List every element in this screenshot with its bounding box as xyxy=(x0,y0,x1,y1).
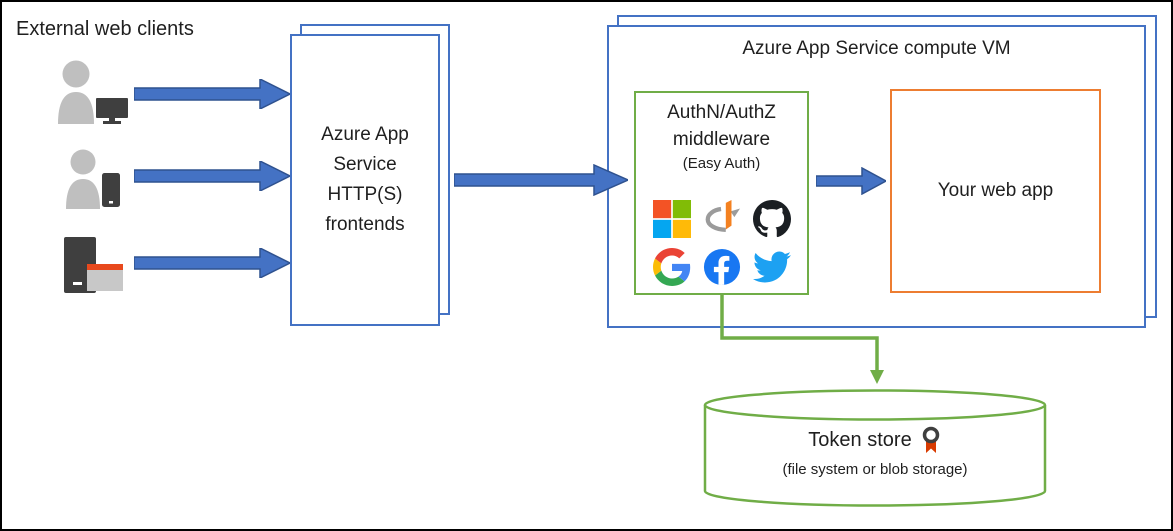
middleware-label-line1: AuthN/AuthZ xyxy=(667,102,776,123)
middleware-label-line2: middleware xyxy=(672,129,771,150)
frontends-label-line3: HTTP(S) xyxy=(327,184,403,205)
mobile-user-icon xyxy=(66,149,120,209)
arrow-frontends-to-vm xyxy=(454,164,628,196)
token-store-title: Token store xyxy=(808,429,912,451)
microsoft-icon xyxy=(652,200,691,238)
frontends-box: Azure App Service HTTP(S) frontends xyxy=(290,34,440,326)
arrow-desktop-to-frontends xyxy=(134,79,290,109)
frontends-label-line1: Azure App xyxy=(321,124,409,145)
connector-middleware-to-tokenstore xyxy=(720,295,884,384)
frontends-label: Azure App Service HTTP(S) frontends xyxy=(321,120,409,240)
external-clients-title: External web clients xyxy=(16,18,194,40)
openid-icon xyxy=(705,200,740,233)
web-app-label: Your web app xyxy=(937,180,1054,201)
twitter-icon xyxy=(752,251,791,283)
desktop-user-icon xyxy=(58,60,128,124)
auth-middleware-box: AuthN/AuthZ middleware (Easy Auth) xyxy=(634,91,809,295)
token-store-label-group: Token store (file system or blob storage… xyxy=(704,426,1046,480)
compute-vm-title: Azure App Service compute VM xyxy=(742,38,1011,59)
web-app-box: Your web app xyxy=(890,89,1101,293)
frontends-label-line2: Service xyxy=(333,154,397,175)
github-icon xyxy=(752,200,791,238)
arrow-daemon-to-frontends xyxy=(134,248,290,278)
certificate-icon xyxy=(922,426,939,453)
arrow-mobile-to-frontends xyxy=(134,161,290,191)
frontends-label-line4: frontends xyxy=(325,214,405,235)
arrow-middleware-to-webapp xyxy=(816,167,886,195)
middleware-label-line3: (Easy Auth) xyxy=(682,155,761,172)
identity-provider-grid xyxy=(636,200,807,286)
token-store-subtitle: (file system or blob storage) xyxy=(782,461,968,478)
daemon-client-icon xyxy=(64,237,123,293)
token-store-cylinder xyxy=(703,389,1047,507)
google-icon xyxy=(652,248,690,286)
facebook-icon xyxy=(703,248,740,286)
